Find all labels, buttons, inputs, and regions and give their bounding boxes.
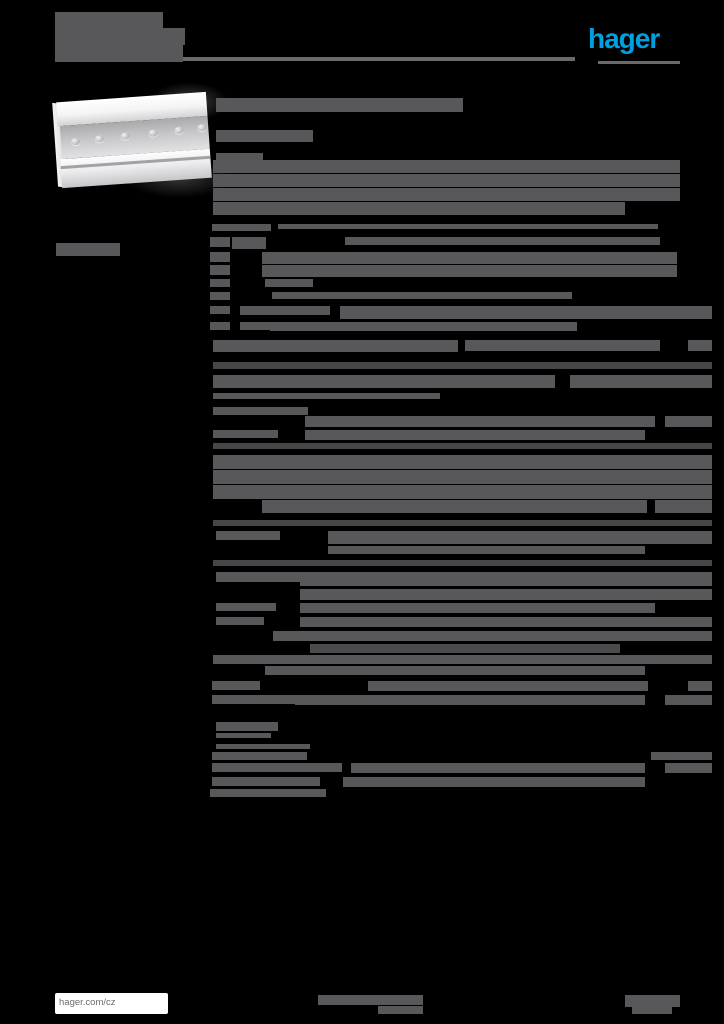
redacted-text-bar: [216, 733, 271, 738]
redacted-text-bar: [212, 752, 307, 760]
redacted-text-bar: [305, 416, 655, 427]
redacted-text-bar: [213, 375, 555, 388]
redacted-text-bar: [665, 695, 712, 705]
redacted-text-bar: [273, 631, 712, 641]
redacted-text-bar: [216, 531, 280, 540]
redacted-text-bar: [55, 45, 183, 62]
knockout-hole: [120, 132, 130, 140]
redacted-text-bar: [213, 340, 458, 352]
redacted-text-bar: [212, 763, 342, 772]
redacted-text-bar: [300, 589, 712, 600]
footer-website-link[interactable]: hager.com/cz: [59, 997, 116, 1008]
redacted-text-bar: [368, 681, 648, 691]
redacted-text-bar: [55, 28, 185, 45]
logo-divider: [598, 61, 680, 64]
footer-link-box: hager.com/cz: [55, 993, 168, 1014]
redacted-text-bar: [56, 243, 120, 256]
redacted-text-bar: [465, 340, 660, 351]
redacted-text-bar: [210, 322, 230, 330]
knockout-hole: [70, 137, 81, 146]
redacted-text-bar: [262, 265, 677, 277]
redacted-text-bar: [213, 174, 680, 187]
redacted-text-bar: [270, 322, 577, 331]
redacted-text-bar: [213, 655, 712, 664]
redacted-text-bar: [212, 681, 260, 690]
redacted-text-bar: [213, 407, 308, 415]
redacted-text-bar: [216, 153, 263, 160]
knockout-hole: [148, 129, 158, 137]
redacted-text-bar: [210, 279, 230, 287]
knockout-hole: [174, 126, 184, 135]
redacted-text-bar: [216, 744, 310, 749]
redacted-text-bar: [213, 485, 712, 499]
redacted-text-bar: [213, 560, 712, 566]
redacted-text-bar: [318, 995, 423, 1005]
redacted-text-bar: [213, 188, 680, 201]
redacted-text-bar: [262, 252, 677, 264]
hager-logo: hager: [588, 23, 660, 54]
redacted-text-bar: [300, 617, 712, 627]
redacted-text-bar: [265, 279, 313, 287]
redacted-text-bar: [213, 202, 625, 215]
redacted-text-bar: [216, 98, 463, 112]
redacted-text-bar: [216, 603, 276, 611]
redacted-text-bar: [262, 500, 647, 513]
redacted-text-bar: [213, 443, 712, 449]
knockout-hole: [94, 135, 105, 143]
header-divider: [150, 57, 575, 61]
redacted-text-bar: [632, 1006, 672, 1014]
redacted-text-bar: [213, 430, 278, 438]
redacted-text-bar: [55, 12, 163, 28]
redacted-text-bar: [295, 695, 645, 705]
redacted-text-bar: [216, 617, 264, 625]
redacted-text-bar: [625, 995, 680, 1007]
redacted-text-bar: [688, 681, 712, 691]
redacted-text-bar: [216, 572, 304, 582]
redacted-text-bar: [240, 306, 330, 315]
redacted-text-bar: [216, 130, 313, 142]
redacted-text-bar: [210, 292, 230, 300]
redacted-text-bar: [345, 237, 660, 245]
redacted-text-bar: [213, 362, 712, 369]
redacted-text-bar: [328, 546, 645, 554]
redacted-text-bar: [343, 777, 645, 787]
redacted-text-bar: [272, 292, 572, 299]
redacted-text-bar: [213, 393, 440, 399]
redacted-text-bar: [210, 789, 326, 797]
redacted-text-bar: [305, 430, 645, 440]
redacted-text-bar: [210, 265, 230, 275]
redacted-text-bar: [213, 160, 680, 173]
redacted-text-bar: [651, 752, 712, 760]
redacted-text-bar: [300, 603, 655, 613]
redacted-text-bar: [213, 520, 712, 526]
redacted-text-bar: [351, 763, 645, 773]
redacted-text-bar: [210, 237, 230, 247]
redacted-text-bar: [212, 695, 297, 704]
redacted-text-bar: [212, 777, 320, 786]
redacted-text-bar: [210, 252, 230, 262]
redacted-text-bar: [300, 572, 712, 586]
knockout-hole: [197, 123, 207, 132]
redacted-text-bar: [265, 666, 645, 675]
redacted-text-bar: [665, 763, 712, 773]
trunking-duct: [52, 91, 212, 189]
redacted-text-bar: [310, 644, 620, 653]
redacted-text-bar: [688, 340, 712, 351]
redacted-text-bar: [210, 306, 230, 314]
redacted-text-bar: [328, 531, 712, 544]
redacted-text-bar: [378, 1006, 423, 1014]
redacted-text-bar: [570, 375, 712, 388]
redacted-text-bar: [655, 500, 712, 513]
product-image-cable-trunking: [52, 82, 234, 198]
redacted-text-bar: [240, 322, 298, 330]
duct-groove: [60, 155, 211, 170]
redacted-text-bar: [212, 224, 271, 231]
redacted-text-bar: [232, 237, 266, 249]
redacted-text-bar: [278, 224, 658, 229]
redacted-text-bar: [213, 455, 712, 469]
redacted-text-bar: [216, 722, 278, 731]
redacted-text-bar: [213, 470, 712, 484]
redacted-text-bar: [340, 306, 712, 319]
redacted-text-bar: [665, 416, 712, 427]
